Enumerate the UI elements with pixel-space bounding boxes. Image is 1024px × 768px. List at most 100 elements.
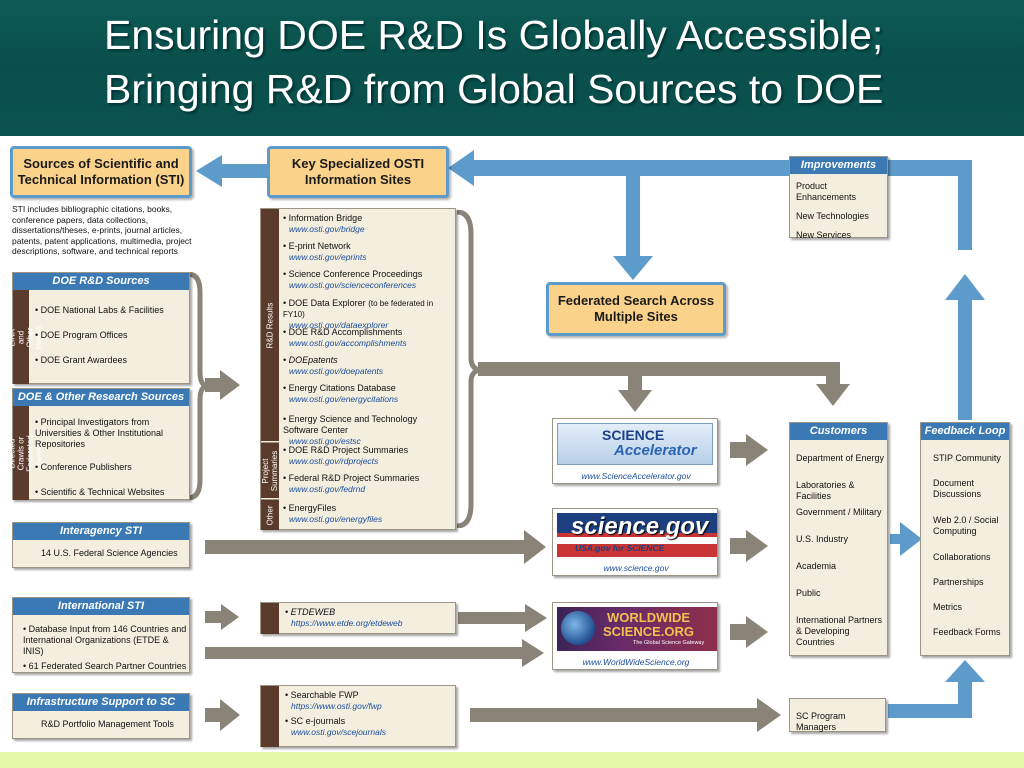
arrowhead-etdeweb-to-wws-icon — [525, 604, 547, 632]
arrow-acc-to-customers — [730, 442, 748, 458]
accelerator-url[interactable]: www.ScienceAccelerator.gov — [581, 471, 691, 481]
doe-other-item: Principal Investigators from Universitie… — [35, 417, 187, 450]
site-name: DOE Data Explorer — [283, 298, 366, 308]
arrow-feedback-up-top — [958, 160, 972, 250]
title-bar: Ensuring DOE R&D Is Globally Accessible;… — [0, 0, 1024, 136]
arrow-managers-up — [958, 680, 972, 718]
bracket-left-icon — [187, 272, 208, 500]
sources-title-1: Sources of Scientific and — [23, 156, 179, 171]
sources-box: Sources of Scientific and Technical Info… — [10, 146, 192, 198]
etdeweb-box: ETDEWEB https://www.etde.org/etdeweb — [260, 602, 456, 634]
arrow-etdeweb-to-wws — [458, 612, 528, 624]
arrow-managers-to-feedback — [888, 704, 972, 718]
site-url[interactable]: www.osti.gov/rdprojects — [289, 456, 379, 466]
wws-url[interactable]: www.WorldWideScience.org — [582, 657, 690, 667]
doe-other-item: Scientific & Technical Websites — [35, 487, 187, 498]
federated-search-box: Federated Search Across Multiple Sites — [546, 282, 726, 336]
title-line-2: Bringing R&D from Global Sources to DOE — [104, 66, 884, 112]
doe-rd-side-tab: Via E-LINK and Other Means — [0, 290, 44, 384]
site-name: EnergyFiles — [283, 503, 455, 514]
osti-project-entry: DOE R&D Project Summarieswww.osti.gov/rd… — [283, 445, 455, 473]
worldwidescience-card[interactable]: WORLDWIDE SCIENCE.ORG The Global Science… — [552, 602, 718, 670]
arrow-sources-to-osti — [205, 378, 223, 392]
improvement-item: New Services — [796, 230, 852, 240]
osti-project-entry: Federal R&D Project Summarieswww.osti.go… — [283, 473, 455, 503]
arrow-osti-to-sources — [220, 164, 268, 178]
arrowhead-acc-to-customers-icon — [746, 434, 768, 466]
customer-item: Laboratories & Facilities — [796, 480, 855, 501]
osti-tab-other-label: Other — [265, 504, 275, 526]
accelerator-logo-2: Accelerator — [614, 442, 697, 459]
international-header: International STI — [13, 598, 189, 615]
federated-line-2: Multiple Sites — [594, 309, 678, 324]
site-name: E-print Network — [283, 241, 455, 252]
international-item: Database Input from 146 Countries and In… — [23, 624, 187, 657]
improvement-item: New Technologies — [796, 211, 869, 221]
site-note: (to be federated in FY10) — [283, 299, 434, 319]
arrow-feedback-top — [888, 160, 972, 176]
arrow-to-customers-v — [826, 362, 840, 386]
science-gov-logo: science.gov USA.gov for SCIENCE — [557, 513, 717, 557]
improvements-box: Improvements Product Enhancements New Te… — [789, 156, 888, 240]
osti-tab-project: Project Summaries — [261, 442, 279, 498]
site-url[interactable]: www.osti.gov/doepatents — [289, 366, 384, 376]
osti-rd-entry: Science Conference Proceedingswww.osti.g… — [283, 269, 455, 298]
science-accelerator-logo: SCIENCE Accelerator — [557, 423, 713, 465]
site-url[interactable]: www.osti.gov/energycitations — [289, 394, 399, 404]
improvements-header: Improvements — [790, 157, 887, 174]
feedback-item: Collaborations — [933, 552, 991, 562]
site-url[interactable]: www.osti.gov/eprints — [289, 252, 367, 262]
site-url[interactable]: www.osti.gov/fedrnd — [289, 484, 366, 494]
federated-line-1: Federated Search Across — [557, 293, 715, 308]
feedback-item: Metrics — [933, 602, 962, 612]
customer-item: Department of Energy — [796, 453, 885, 463]
arrowhead-managers-up-icon — [945, 660, 985, 682]
arrowhead-feedback-up-icon — [945, 274, 985, 300]
site-url[interactable]: www.osti.gov/energyfiles — [289, 514, 383, 524]
arrowhead-infra-to-tools-icon — [220, 699, 240, 731]
infra-tools-box: Searchable FWP https://www.osti.gov/fwp … — [260, 685, 456, 747]
doe-rd-item: DOE Grant Awardees — [35, 355, 164, 366]
sources-title-2: Technical Information (STI) — [17, 172, 185, 187]
international-item: 61 Federated Search Partner Countries — [23, 661, 187, 672]
arrow-improvements-to-osti — [470, 160, 790, 176]
arrow-scigov-to-customers — [730, 538, 748, 554]
site-url[interactable]: www.osti.gov/scienceconferences — [289, 280, 417, 290]
interagency-item: 14 U.S. Federal Science Agencies — [41, 548, 178, 558]
doe-other-header: DOE & Other Research Sources — [13, 389, 189, 406]
science-gov-card[interactable]: science.gov USA.gov for SCIENCE www.scie… — [552, 508, 718, 576]
scigov-url[interactable]: www.science.gov — [603, 563, 669, 573]
arrowhead-to-federated-icon — [613, 256, 653, 280]
wws-logo: WORLDWIDE SCIENCE.ORG The Global Science… — [557, 607, 717, 651]
international-box: International STI Database Input from 14… — [12, 597, 190, 673]
osti-title-1: Key Specialized OSTI — [291, 156, 425, 171]
site-url[interactable]: www.osti.gov/dataexplorer — [289, 320, 389, 330]
feedback-item: Feedback Forms — [933, 627, 1001, 637]
arrowhead-intl-to-wws-icon — [522, 639, 544, 667]
arrowhead-tools-to-managers-icon — [757, 698, 781, 732]
customer-item: U.S. Industry — [796, 534, 849, 544]
infra-tool-url[interactable]: https://www.osti.gov/fwp — [291, 701, 382, 711]
bracket-osti-icon — [456, 210, 480, 528]
infra-tool-url[interactable]: www.osti.gov/scejournals — [291, 727, 386, 737]
accelerator-logo-1: SCIENCE — [602, 427, 665, 443]
arrowhead-interagency-to-scigov-icon — [524, 530, 546, 564]
etdeweb-url[interactable]: https://www.etde.org/etdeweb — [291, 618, 403, 628]
customer-item: Government / Military — [796, 507, 882, 517]
wws-logo-3: The Global Science Gateway — [633, 640, 705, 646]
site-url[interactable]: www.osti.gov/estsc — [289, 436, 361, 446]
interagency-header: Interagency STI — [13, 523, 189, 540]
arrow-customers-to-feedback — [890, 534, 902, 544]
arrowhead-osti-to-sources-icon — [196, 155, 222, 187]
doe-rd-sources-box: DOE R&D Sources Via E-LINK and Other Mea… — [0, 272, 190, 384]
site-name: Information Bridge — [283, 213, 455, 224]
site-url[interactable]: www.osti.gov/bridge — [289, 224, 365, 234]
science-accelerator-card[interactable]: SCIENCE Accelerator www.ScienceAccelerat… — [552, 418, 718, 484]
customer-item: Public — [796, 588, 821, 598]
arrow-intl-to-wws — [205, 647, 525, 659]
infrastructure-item: R&D Portfolio Management Tools — [41, 719, 174, 729]
site-url[interactable]: www.osti.gov/accomplishments — [289, 338, 407, 348]
